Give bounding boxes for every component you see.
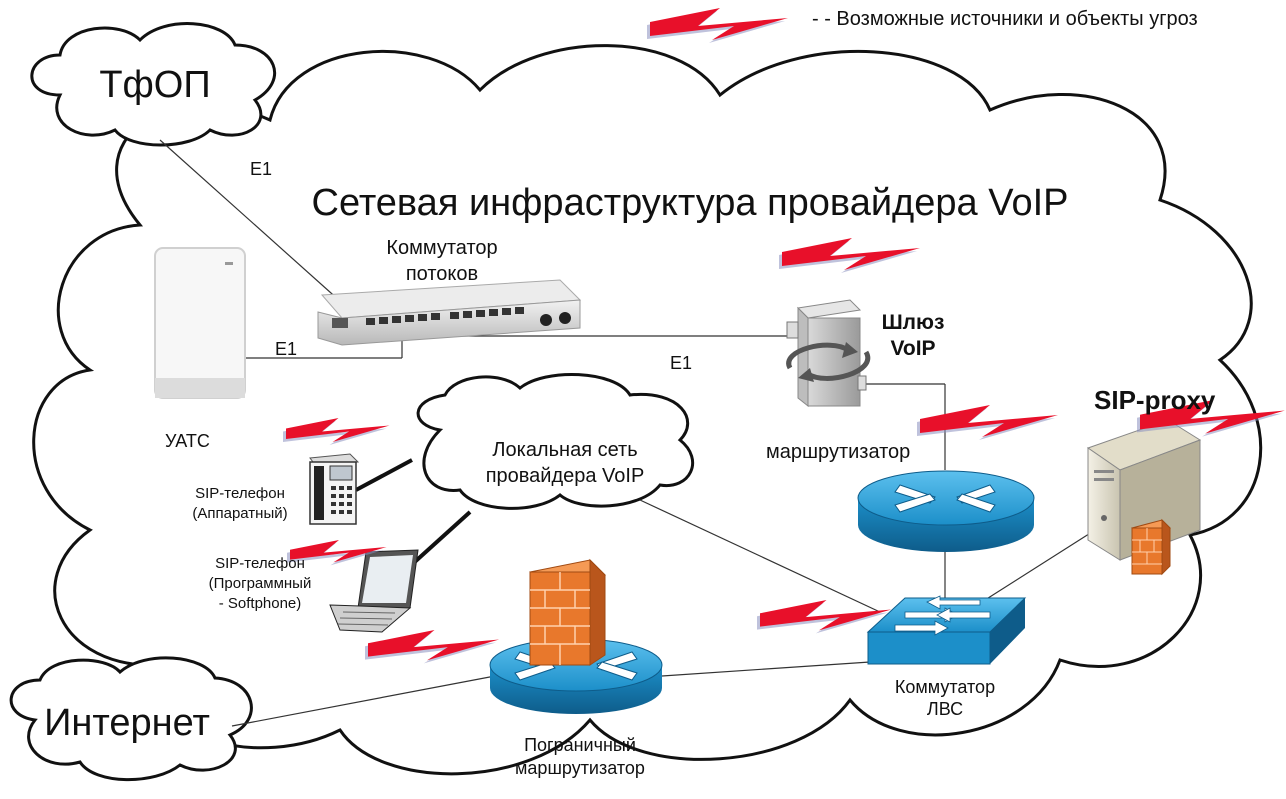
stream-switch-label-line2: потоков <box>405 263 479 285</box>
e1-label-left: E1 <box>275 339 298 359</box>
pstn-label: ТфОП <box>99 64 211 106</box>
local-net-label-line1: Локальная сеть <box>492 439 638 461</box>
local-net-label-line2: провайдера VoIP <box>485 465 645 487</box>
threat-bolt-gateway <box>779 238 920 273</box>
sip-phone-sw-label-line3: - Softphone) <box>218 595 302 612</box>
local-net-cloud <box>416 373 694 510</box>
border-router-device <box>489 558 663 714</box>
pbx-device <box>154 247 246 399</box>
sip-phone-hw-label-line2: (Аппаратный) <box>192 505 288 522</box>
lan-switch-label-line2: ЛВС <box>926 699 964 719</box>
stream-switch-label-line1: Коммутатор <box>386 237 498 259</box>
legend-bolt-icon <box>647 8 788 43</box>
e1-label-right: E1 <box>670 353 693 373</box>
pstn-cloud <box>30 22 277 147</box>
stream-switch-device <box>317 279 582 346</box>
sip-phone-sw-label-line2: (Программный <box>208 575 312 592</box>
lan-switch-label-line1: Коммутатор <box>894 677 996 697</box>
softphone-laptop-device <box>329 549 419 633</box>
internet-label: Интернет <box>44 702 210 744</box>
sip-proxy-label: SIP-proxy <box>1094 385 1216 415</box>
border-router-label-line1: Пограничный <box>524 735 636 755</box>
router-device <box>857 470 1035 552</box>
e1-label-top: E1 <box>250 159 273 179</box>
sip-proxy-server <box>1086 419 1202 576</box>
internet-cloud <box>9 656 253 782</box>
threat-markers <box>283 8 1285 664</box>
threat-bolt-softphone <box>287 540 387 566</box>
threat-bolt-lan-switch <box>757 600 892 634</box>
sip-phone-hw-label-line1: SIP-телефон <box>195 485 285 502</box>
threat-bolt-hw-phone <box>283 418 390 445</box>
diagram-title: Сетевая инфраструктура провайдера VoIP <box>311 182 1069 224</box>
threat-bolt-sip-proxy <box>1137 400 1285 437</box>
firewall-icon <box>529 558 607 666</box>
thick-links <box>355 458 472 570</box>
voip-gateway-device <box>786 299 871 408</box>
legend-text: - - Возможные источники и объекты угроз <box>812 8 1198 30</box>
pbx-label: УАТС <box>165 431 210 451</box>
sip-phone-hw-device <box>309 453 360 525</box>
voip-gateway-label-line2: VoIP <box>890 337 936 360</box>
router-label: маршрутизатор <box>766 441 911 463</box>
threat-bolt-border-router <box>365 630 500 664</box>
threat-bolt-router <box>917 405 1058 440</box>
sip-phone-sw-label-line1: SIP-телефон <box>215 555 305 572</box>
server-firewall-icon <box>1131 518 1171 576</box>
voip-gateway-label-line1: Шлюз <box>881 311 945 334</box>
border-router-label-line2: маршрутизатор <box>515 758 645 778</box>
lan-switch-device <box>866 595 1027 665</box>
